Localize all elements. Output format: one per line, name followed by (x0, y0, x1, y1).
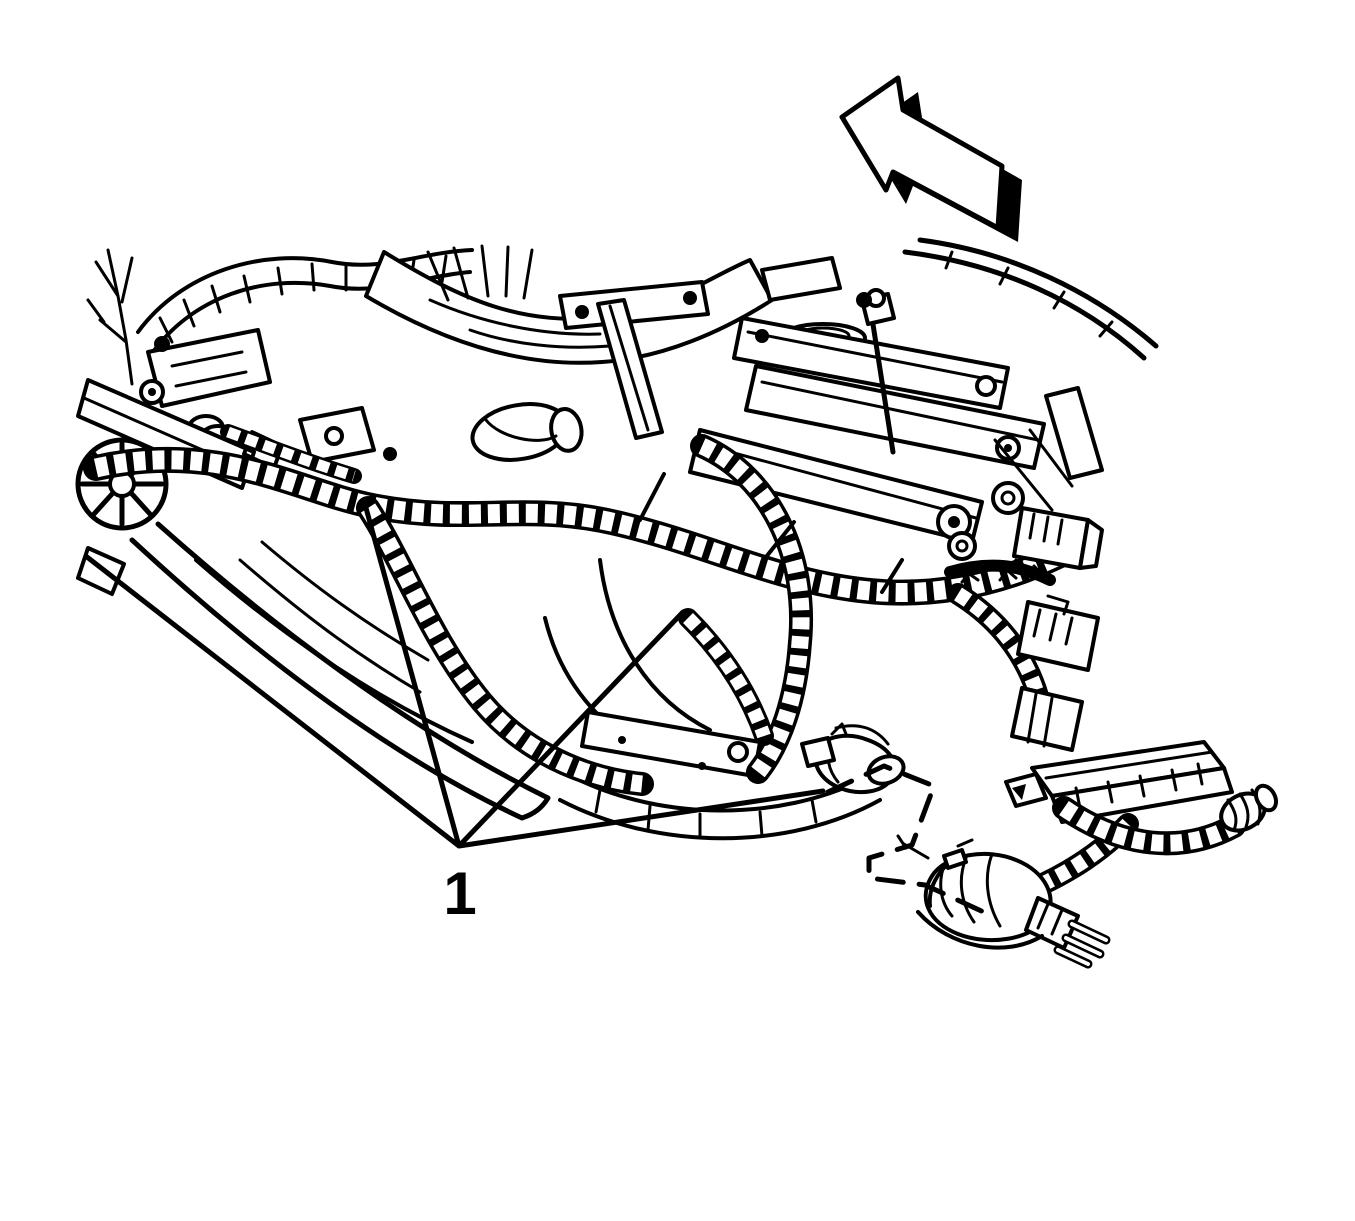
harness-connectors (800, 506, 1104, 795)
direction-arrow-icon (839, 75, 1022, 242)
engine-assembly (75, 237, 1159, 841)
direction-arrow-face (839, 75, 1005, 231)
rail-connector (1004, 740, 1279, 856)
callout-1-leader-lines (84, 505, 826, 849)
wiring-harness (83, 424, 1139, 909)
round-connector (896, 834, 1111, 969)
callout-1: 1 (84, 505, 826, 927)
callout-1-label: 1 (443, 860, 476, 927)
